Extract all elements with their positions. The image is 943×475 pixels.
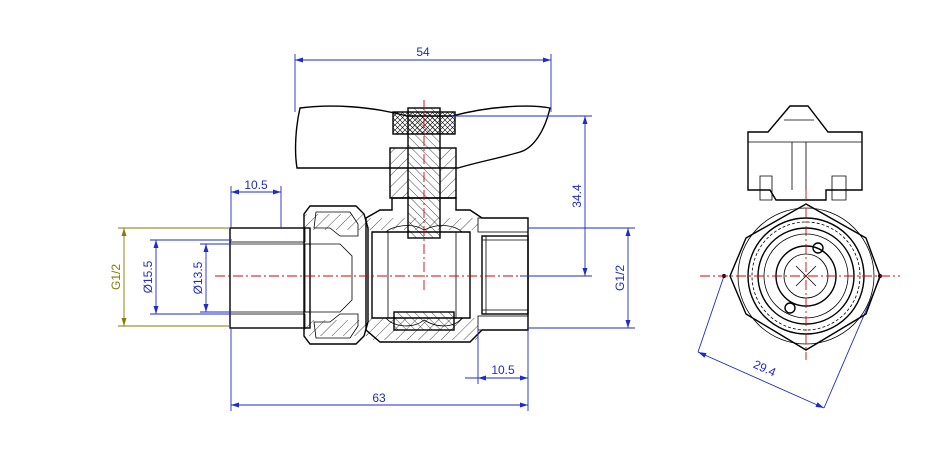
dim-thread-left: G1/2 <box>109 264 123 290</box>
end-handle <box>747 105 863 201</box>
dim-thread-length-left: 10.5 <box>244 178 268 192</box>
butterfly-handle <box>294 105 551 169</box>
valve-ball <box>371 231 471 319</box>
section-view <box>215 100 551 345</box>
dim-overall-length: 63 <box>372 391 386 405</box>
right-female-thread <box>481 235 529 315</box>
dimension-labels: 54 10.5 34.4 G1/2 Ø15.5 Ø13.5 G1/2 10.5 … <box>109 45 778 405</box>
dim-diameter-outer: Ø15.5 <box>141 260 155 293</box>
dim-diameter-inner: Ø13.5 <box>191 261 205 294</box>
dim-thread-length-right: 10.5 <box>491 363 515 377</box>
dim-thread-right: G1/2 <box>613 265 627 291</box>
dim-handle-height: 34.4 <box>570 184 584 208</box>
hex-body <box>729 203 881 351</box>
dim-hex-width: 29.4 <box>751 357 778 379</box>
end-view <box>700 105 900 360</box>
dim-handle-width: 54 <box>416 45 430 59</box>
dimension-lines <box>118 54 881 411</box>
male-tailpiece <box>229 227 311 329</box>
